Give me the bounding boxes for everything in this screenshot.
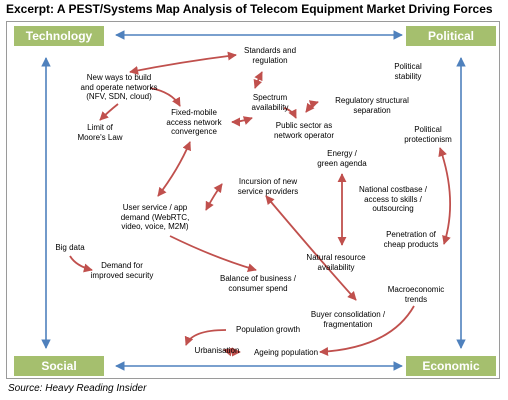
node-label-line: Political: [414, 125, 442, 134]
corner-political: Political: [406, 26, 496, 46]
node-label-line: stability: [394, 71, 422, 81]
source-caption: Source: Heavy Reading Insider: [8, 383, 147, 394]
arrow-macro-ageing: [319, 305, 415, 357]
node-label-line: Urbanisation: [194, 346, 240, 355]
node-cost-base: National costbase /access to skills /out…: [359, 185, 427, 214]
node-label-line: network operator: [273, 130, 335, 140]
arrow-protectionism-penetration: [438, 147, 451, 245]
node-label-line: availability: [251, 102, 289, 112]
node-label-line: consumer spend: [228, 283, 288, 293]
node-label-line: access network: [166, 117, 222, 127]
arrow-standards-spectrum: [253, 71, 263, 89]
node-label-line: availability: [317, 262, 355, 272]
node-label-line: New ways to build: [86, 73, 152, 82]
arrow-bigdata-security: [69, 255, 93, 273]
node-ageing: Ageing population: [254, 348, 318, 358]
node-label-line: Ageing population: [253, 348, 319, 357]
node-label-line: separation: [353, 105, 391, 115]
node-population: Population growth: [236, 325, 300, 335]
node-label-line: protectionism: [404, 134, 452, 144]
node-big-data: Big data: [55, 243, 84, 253]
node-label-line: User service / app: [122, 203, 188, 212]
node-balance: Balance of business /consumer spend: [220, 274, 296, 293]
node-label-line: Natural resource: [306, 253, 366, 262]
node-label-line: Energy /: [327, 149, 357, 158]
arrow-urbanisation-ageing: [223, 347, 241, 357]
arrow-spectrum-fixedmobile: [231, 116, 253, 127]
node-label-line: Spectrum: [252, 93, 288, 102]
node-label-line: Standards and: [243, 46, 297, 55]
node-label-line: Fixed-mobile: [171, 108, 217, 117]
arrow-fixedmobile-userservice: [157, 141, 191, 197]
node-label-line: Buyer consolidation /: [310, 310, 386, 319]
node-label-line: green agenda: [317, 158, 367, 168]
node-label-line: Incursion of new: [238, 177, 298, 186]
node-label-line: Big data: [55, 243, 85, 252]
arrow-standards-newways: [129, 51, 237, 75]
node-label-line: Regulatory structural: [335, 96, 409, 105]
page-title: Excerpt: A PEST/Systems Map Analysis of …: [6, 2, 493, 16]
arrow-spectrum-public: [283, 107, 297, 119]
node-label-line: outsourcing: [372, 204, 414, 213]
node-label-line: convergence: [171, 127, 217, 136]
arrow-incursion-buyer: [265, 195, 357, 301]
corner-social: Social: [14, 356, 104, 376]
node-label-line: regulation: [252, 55, 288, 65]
node-urbanisation: Urbanisation: [195, 346, 240, 356]
node-label-line: Limit of: [87, 123, 113, 132]
node-label-line: National costbase /: [358, 185, 428, 194]
arrow-public-regulatory: [305, 100, 319, 113]
node-label-line: Moore's Law: [77, 132, 123, 142]
node-label-line: Demand for: [101, 261, 143, 270]
corner-technology: Technology: [14, 26, 104, 46]
node-buyer: Buyer consolidation /fragmentation: [311, 310, 385, 329]
node-label-line: fragmentation: [323, 319, 373, 329]
node-label-line: trends: [404, 294, 428, 304]
arrow-newways-fixedmobile: [149, 87, 181, 107]
arrow-userservice-incursion: [205, 183, 223, 211]
node-label-line: service providers: [237, 186, 299, 196]
node-label-line: Macroeconomic: [387, 285, 445, 294]
diagram-frame: [6, 21, 500, 379]
node-label-line: Population growth: [235, 325, 301, 334]
node-label-line: cheap products: [383, 239, 439, 249]
node-label-line: (NFV, SDN, cloud): [86, 92, 152, 101]
corner-economic: Economic: [406, 356, 496, 376]
node-label-line: improved security: [90, 270, 154, 280]
node-label-line: Balance of business /: [219, 274, 297, 283]
node-label-line: Political: [394, 62, 422, 71]
node-label-line: demand (WebRTC,: [120, 212, 190, 222]
node-label-line: Public sector as: [275, 121, 333, 130]
arrow-population-urbanisation: [184, 329, 227, 346]
node-label-line: and operate networks: [80, 82, 158, 92]
arrow-newways-moore: [99, 103, 119, 121]
node-label-line: Penetration of: [386, 230, 436, 239]
node-label-line: access to skills /: [364, 194, 422, 204]
node-energy: Energy /green agenda: [317, 149, 366, 168]
node-label-line: video, voice, M2M): [121, 222, 189, 231]
arrow-userservice-balance: [169, 235, 257, 273]
